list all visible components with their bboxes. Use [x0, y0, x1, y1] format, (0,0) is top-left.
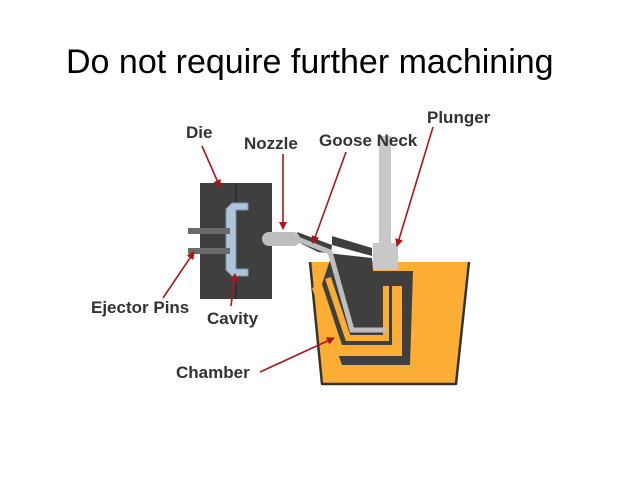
chamber-channel	[325, 277, 389, 341]
label-ejector-pins: Ejector Pins	[91, 298, 189, 317]
label-goose-neck: Goose Neck	[319, 131, 418, 150]
arrow-goose-neck	[311, 151, 347, 244]
plunger-rod	[379, 136, 391, 244]
label-plunger: Plunger	[427, 108, 491, 127]
nozzle	[262, 232, 386, 333]
nozzle-tip	[262, 232, 300, 246]
arrow-die	[201, 145, 221, 188]
label-cavity: Cavity	[207, 309, 259, 328]
goose-neck-wall	[332, 236, 372, 256]
label-chamber: Chamber	[176, 363, 250, 382]
slide-title: Do not require further machining	[66, 43, 554, 81]
arrow-chamber	[259, 337, 335, 373]
plunger	[373, 136, 398, 270]
labels: Die Nozzle Goose Neck Plunger Ejector Pi…	[91, 108, 491, 382]
arrow-ejector-pins	[162, 251, 195, 299]
crucible-outline	[308, 261, 471, 386]
nozzle-pipe	[294, 235, 386, 333]
label-nozzle: Nozzle	[244, 134, 298, 153]
cavity	[225, 202, 249, 277]
arrow-cavity	[230, 273, 239, 307]
plunger-head	[373, 243, 398, 270]
arrow-plunger	[395, 126, 434, 247]
die	[188, 183, 272, 299]
callout-arrows	[162, 126, 434, 373]
ejector-pin-top	[188, 228, 230, 234]
ejector-pin-bottom	[188, 248, 230, 254]
label-die: Die	[186, 123, 212, 142]
